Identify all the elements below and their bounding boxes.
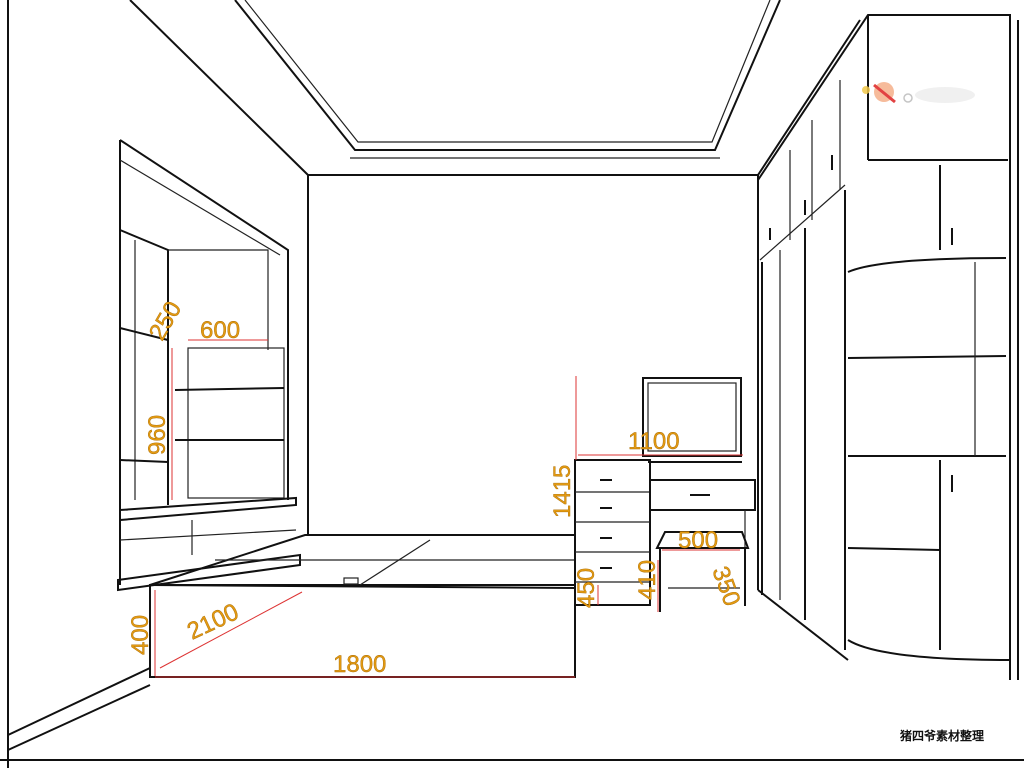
watermark-caption: 猪四爷素材整理 xyxy=(899,728,984,743)
dim-dresser-width: 1100 xyxy=(628,428,680,455)
dim-stool-width: 500 xyxy=(678,527,718,554)
dim-dresser-height: 1415 xyxy=(549,465,576,518)
dimension-lines xyxy=(154,339,743,678)
dimension-labels: 250 600 960 1415 1100 500 450 410 350 40… xyxy=(127,297,746,679)
dresser xyxy=(574,377,756,612)
dim-window-shelf-height: 960 xyxy=(144,415,171,455)
dim-drawer-height: 450 xyxy=(573,568,600,608)
dim-bed-height: 400 xyxy=(127,615,154,655)
dim-window-seat-depth: 250 xyxy=(144,297,187,345)
wardrobe xyxy=(757,14,1019,680)
dim-window-shelf-width: 600 xyxy=(200,317,240,344)
window-bay xyxy=(117,139,301,592)
dim-bed-length: 2100 xyxy=(183,598,243,645)
dim-stool-depth: 350 xyxy=(706,563,745,610)
dim-stool-height: 410 xyxy=(634,560,661,600)
dim-bed-width: 1800 xyxy=(333,651,386,678)
watermark-logo xyxy=(862,82,975,104)
